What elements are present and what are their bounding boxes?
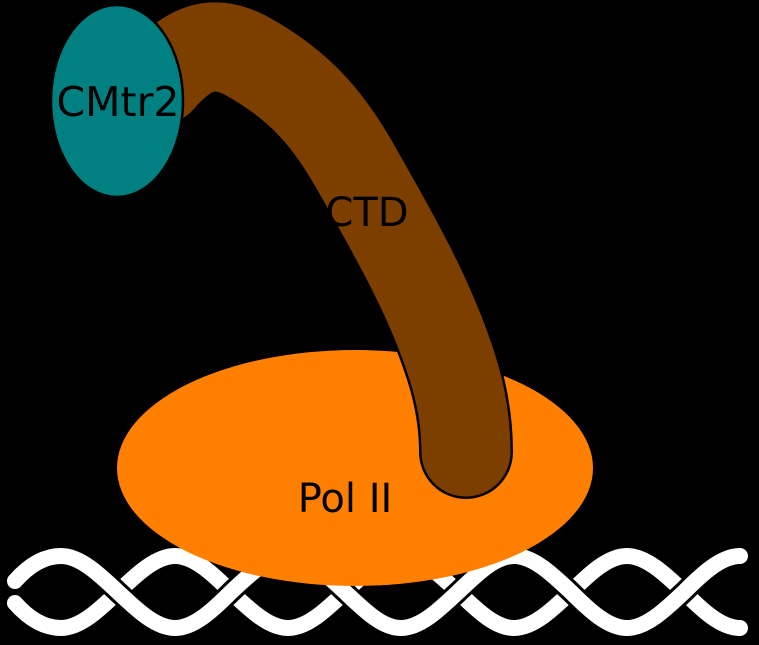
ctd-label: CTD (325, 190, 408, 236)
polii-ellipse (117, 350, 593, 586)
ctd-band-fill (115, 2, 511, 497)
dna-strand-b (7, 547, 748, 637)
ctd-band (113, 0, 513, 499)
cmtr2-label: CMtr2 (56, 78, 179, 126)
cmtr2-ellipse (49, 3, 185, 199)
polii-label: Pol II (298, 476, 393, 522)
